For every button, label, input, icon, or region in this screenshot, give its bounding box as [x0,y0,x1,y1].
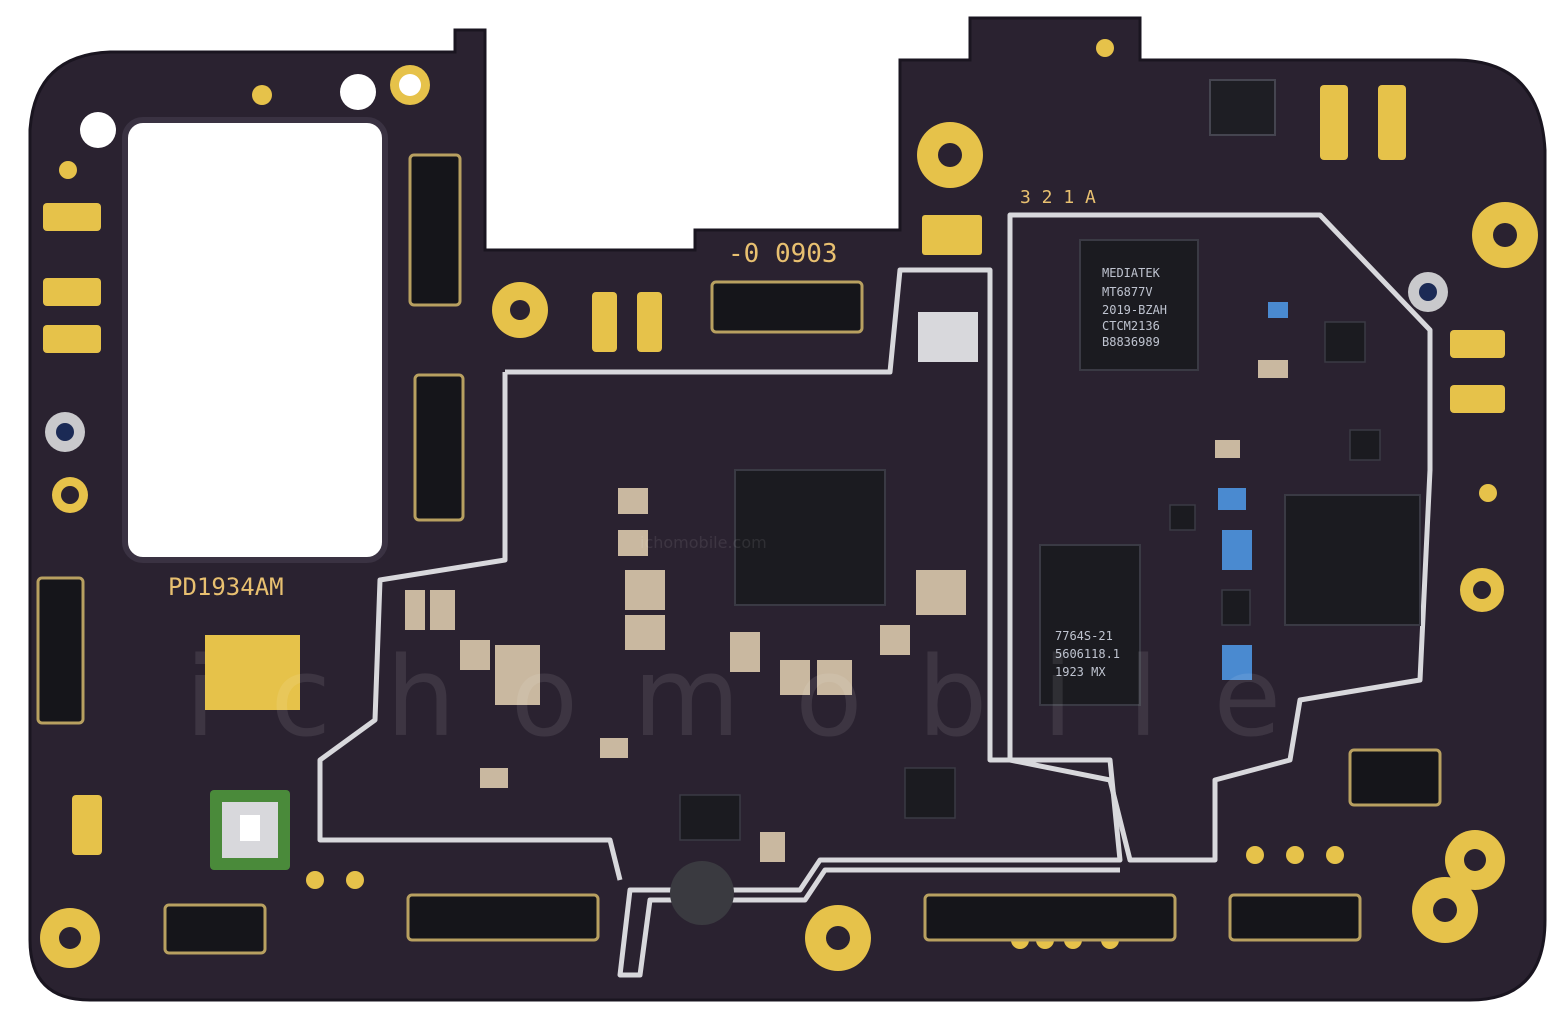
soc-line-4: CTCM2136 [1102,319,1160,333]
black-module [1209,79,1276,136]
rf-line-1: 7764S-21 [1055,629,1113,643]
shield-frame-right [1007,212,1433,863]
gold-pad [205,635,300,710]
watermark: ichomobile [185,633,1336,761]
watermark-small: ichomobile.com [640,533,767,552]
soc-line-1: MEDIATEK [1102,266,1161,280]
soc-line-3: 2019-BZAH [1102,303,1167,317]
passive-components [405,360,1288,862]
rf-line-2: 5606118.1 [1055,647,1120,661]
memory-chip [1284,494,1421,626]
soc-line-5: B8836989 [1102,335,1160,349]
silk-rev-marks: 3 2 1 A [1020,187,1096,208]
silk-model: PD1934AM [168,573,284,601]
mounting-holes [40,39,1538,971]
silk-part-code: -0 0903 [728,239,838,269]
fpc-connectors [36,153,1442,955]
inductor [670,861,734,925]
shield-can [918,312,978,362]
pmic-chip [734,469,886,606]
sensor-window [240,815,260,841]
soc-chip [1079,239,1199,371]
soc-line-2: MT6877V [1102,285,1153,299]
small-ics [679,321,1381,841]
rf-chip [1039,544,1141,706]
battery-cutout [122,117,388,563]
coax-connectors [45,272,1504,612]
gold-clips [43,85,1505,855]
rf-line-3: 1923 MX [1055,665,1106,679]
blue-components [1218,302,1288,680]
